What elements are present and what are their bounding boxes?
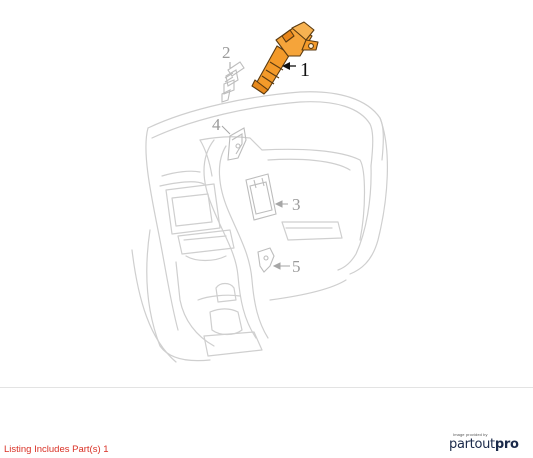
callout-1: 1 <box>282 59 310 81</box>
dashboard-outline <box>131 91 388 363</box>
brand-out: out <box>474 437 495 452</box>
ignition-coil-part <box>251 21 319 95</box>
bracket-clip-part <box>257 247 275 273</box>
callout-label-2: 2 <box>222 43 231 62</box>
callout-label-4: 4 <box>212 115 221 134</box>
callout-5: 5 <box>292 257 301 276</box>
callout-label-5: 5 <box>292 257 301 276</box>
control-module-part <box>245 173 277 221</box>
callout-3: 3 <box>292 195 301 214</box>
callout-label-3: 3 <box>292 195 301 214</box>
callout-2: 2 <box>222 43 231 62</box>
callout-leaders <box>221 62 290 270</box>
brand-wordmark: partoutpro <box>449 437 519 452</box>
callout-label-1: 1 <box>300 59 310 81</box>
brand-part: part <box>449 437 475 452</box>
partoutpro-logo: Image provided by partoutpro <box>449 432 519 454</box>
listing-includes-text: Listing Includes Part(s) 1 <box>4 444 109 455</box>
brand-pro: pro <box>494 437 519 452</box>
spark-plug-part <box>221 61 245 103</box>
callout-4: 4 <box>212 115 221 134</box>
brand-caption: Image provided by <box>453 432 488 437</box>
sensor-bracket-part <box>227 127 247 161</box>
footer-divider <box>0 387 533 388</box>
